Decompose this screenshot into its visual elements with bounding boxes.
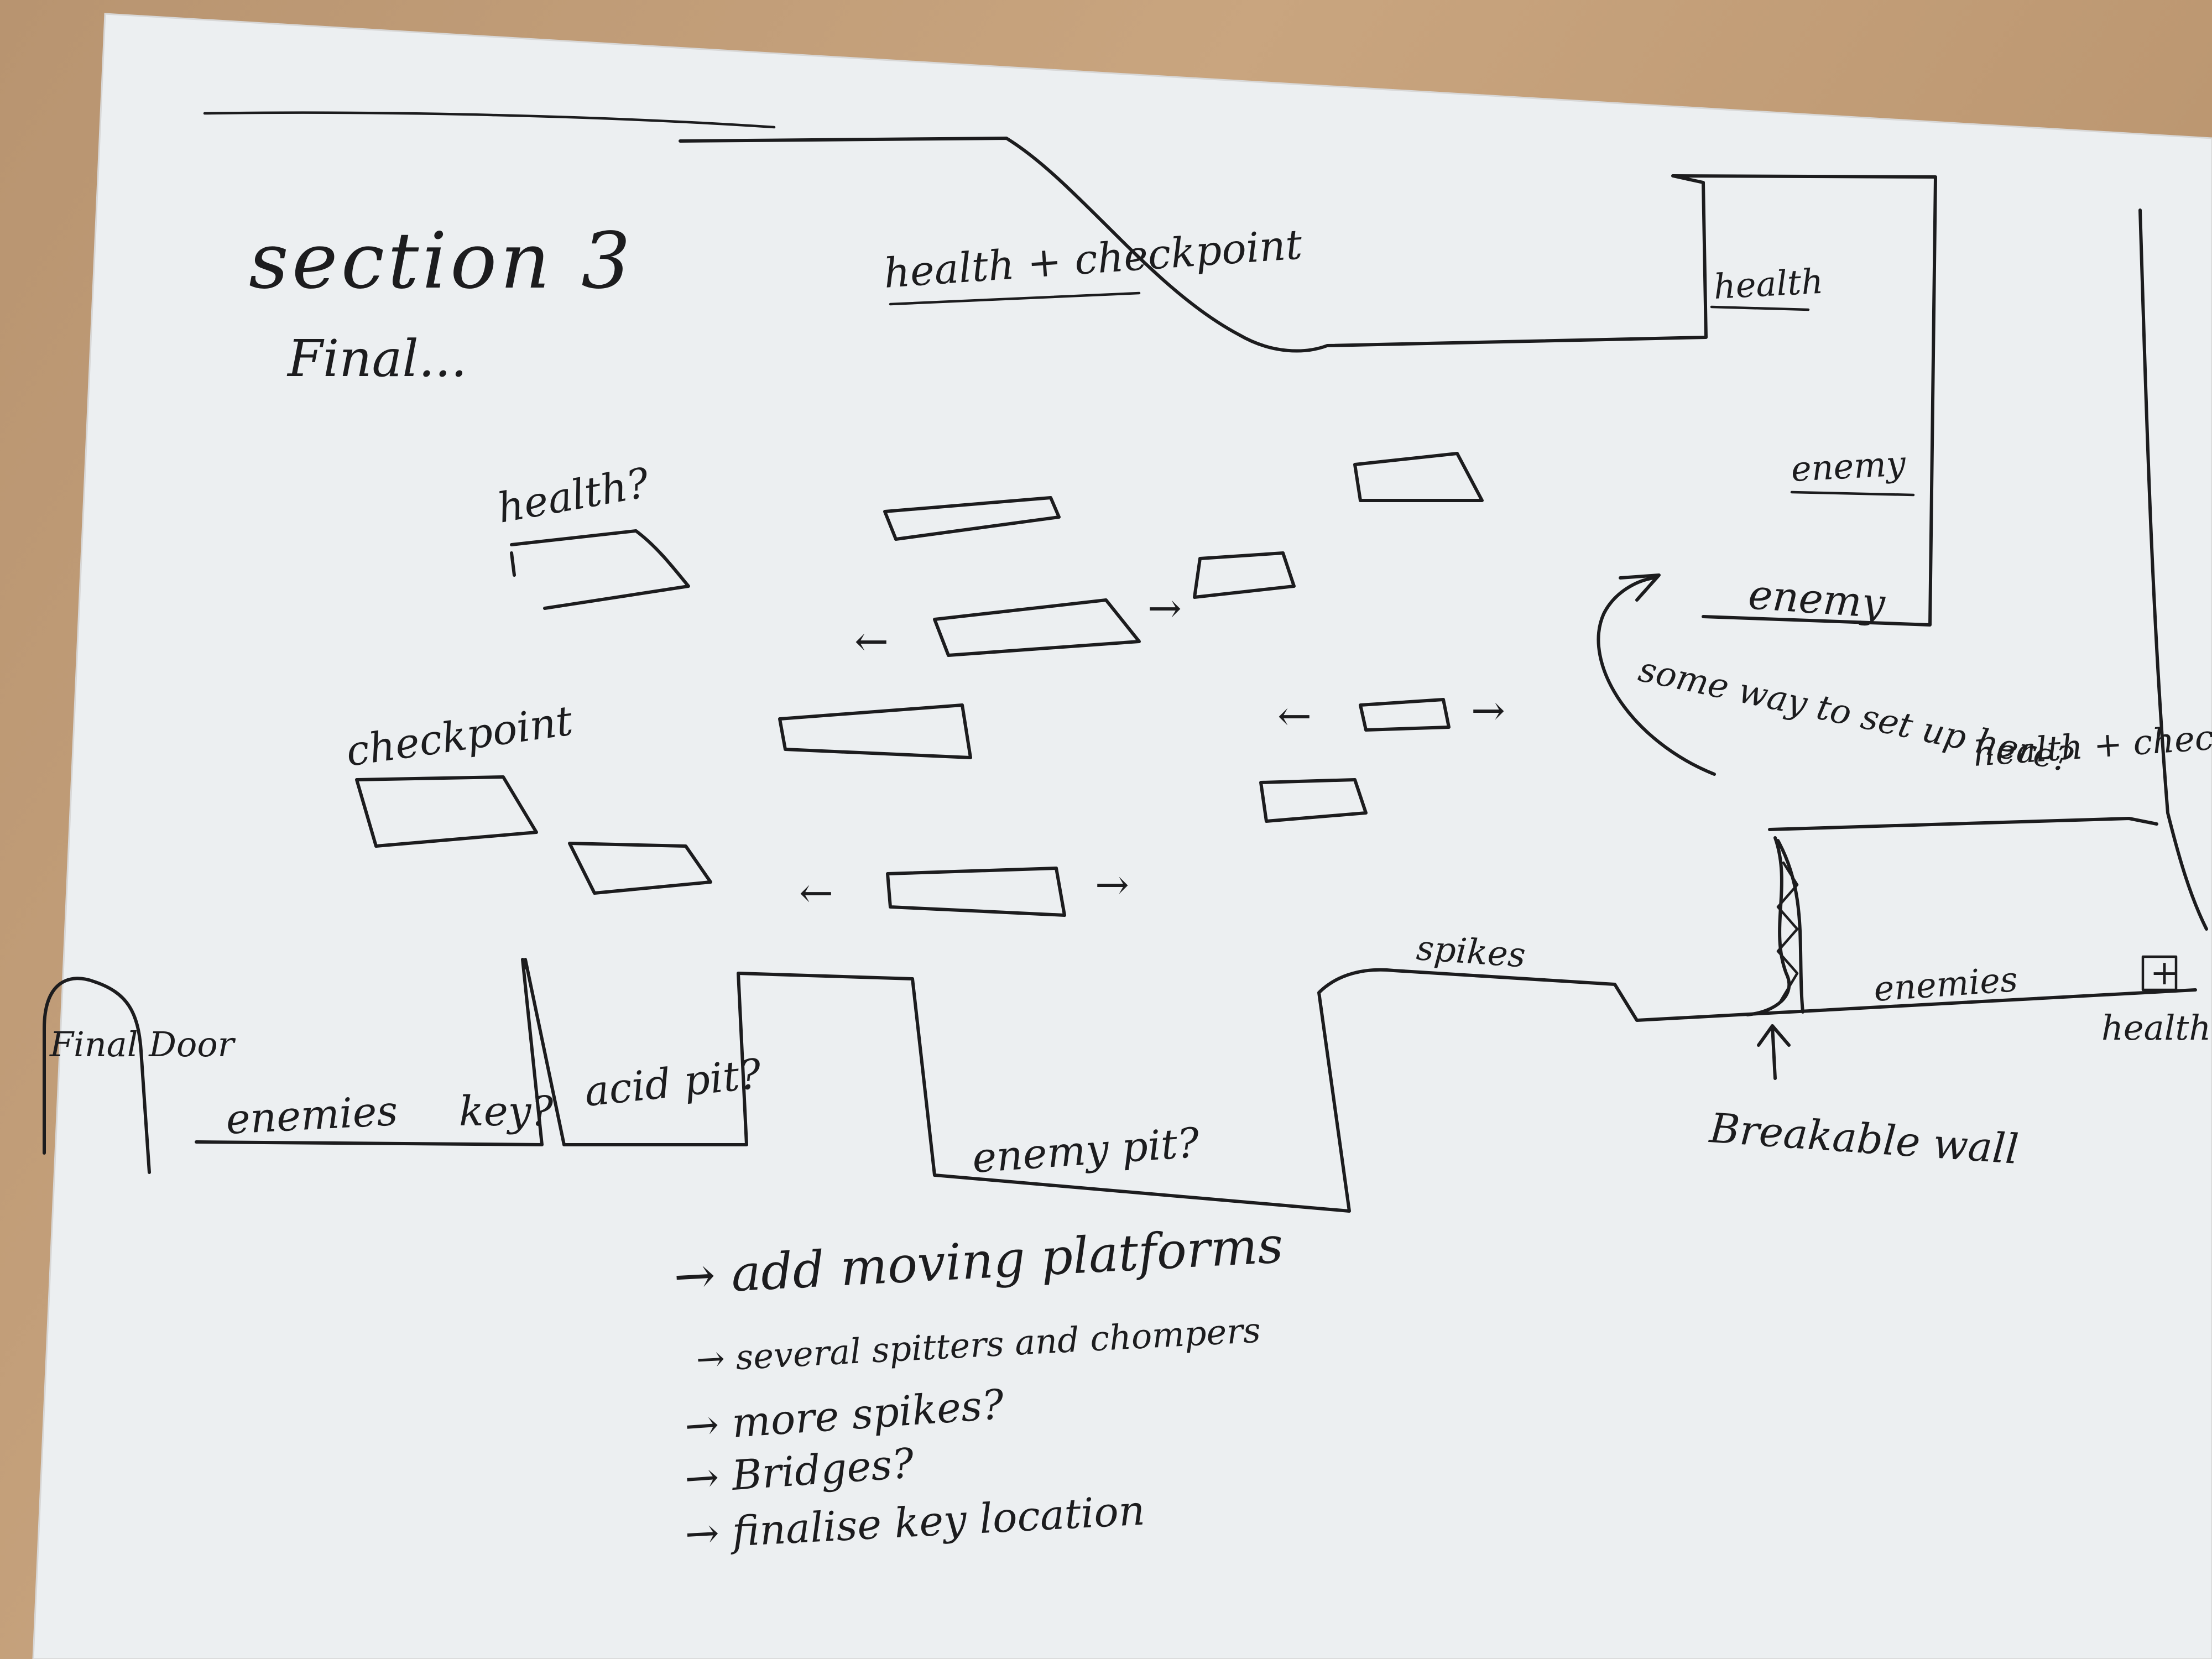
ceiling-outline [679,137,1937,627]
arrow-right-moving: → [1147,585,1182,632]
underline-health-checkpoint-top [889,291,1141,306]
paper-sheet [32,13,2212,1659]
upper-right-ledge [1768,817,2158,831]
platform [1359,698,1451,732]
label-health-x2: health x2? [2101,1008,2212,1048]
health-pickup-box [2141,955,2178,992]
setup-arrow-head [1619,573,1661,602]
platform [510,529,690,610]
arrow-right-moving: → [1471,687,1505,734]
platform [933,598,1141,657]
platform [568,842,712,895]
label-final-door: Final Door [49,1024,236,1065]
label-key: key? [459,1088,554,1135]
right-outer-wall [2138,208,2208,931]
platform [883,496,1061,541]
setup-curved-arrow [1597,576,1716,776]
label-health-box: health [1713,261,1824,307]
acid-pit-outline [524,958,2197,1213]
arrow-left-moving: ← [854,618,889,665]
platform [1259,778,1368,823]
ground-left-segment [195,958,544,1146]
sheet-title: section 3 [249,216,634,306]
platform [1193,551,1296,599]
platform [886,867,1066,917]
platform [510,551,516,577]
platform [1353,452,1484,502]
label-enemy-lower: enemy [1747,571,1887,628]
arrow-left-moving: ← [1277,692,1312,740]
label-enemies-right: enemies [1872,959,2019,1009]
platform [355,775,538,848]
sheet-subtitle: Final... [286,329,467,388]
platform [778,703,972,759]
health-pickup-plus: + [2150,952,2179,993]
label-spikes: spikes [1415,927,1527,975]
arrow-right-moving: → [1095,861,1129,909]
final-door [43,977,151,1174]
enemy-shelf-upper [1790,491,1915,497]
breakable-wall-arrow [1757,1024,1791,1080]
health-shelf [1710,305,1810,311]
arrow-left-moving: ← [799,869,833,917]
top-ruler-line [203,111,776,129]
breakable-wall-zigzag [1776,861,1799,1003]
breakable-wall [1746,836,1804,1016]
label-enemy-upper: enemy [1790,443,1907,489]
label-enemies-left: enemies [225,1087,399,1144]
